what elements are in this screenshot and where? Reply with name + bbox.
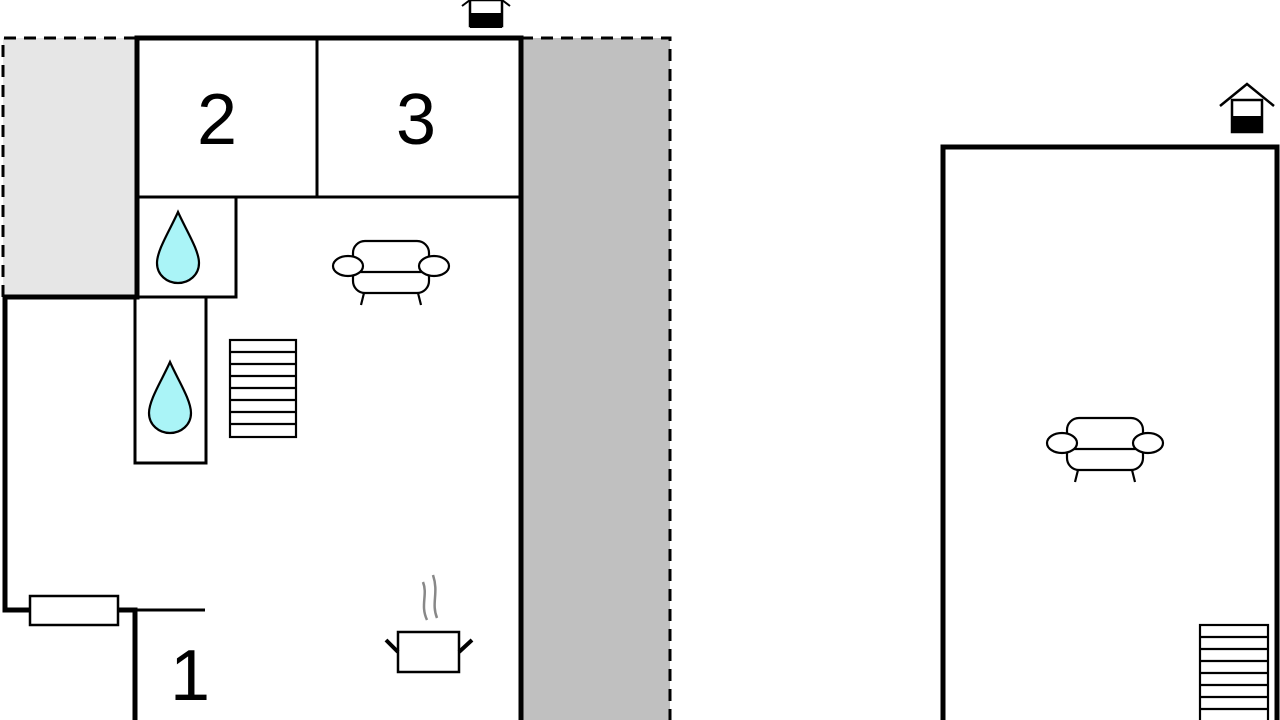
water-drop-icon: [147, 359, 193, 435]
room-number-1: 1: [170, 636, 210, 716]
terrace-left: [1, 36, 137, 297]
room-number-2: 2: [197, 80, 237, 160]
entrance-icon: [461, 0, 511, 28]
cooking-pot-icon: [384, 574, 474, 674]
entrance-icon: [1219, 82, 1275, 134]
stairs-icon: [228, 338, 298, 439]
stairs-icon: [1198, 623, 1270, 720]
water-drop-icon: [155, 209, 201, 285]
window-icon: [28, 594, 120, 627]
sofa-icon: [1045, 416, 1165, 483]
terrace-right: [521, 36, 672, 720]
building-right-walls: [940, 144, 1280, 720]
building-left-walls: [2, 35, 524, 720]
sofa-icon: [331, 239, 451, 306]
room-number-3: 3: [396, 80, 436, 160]
